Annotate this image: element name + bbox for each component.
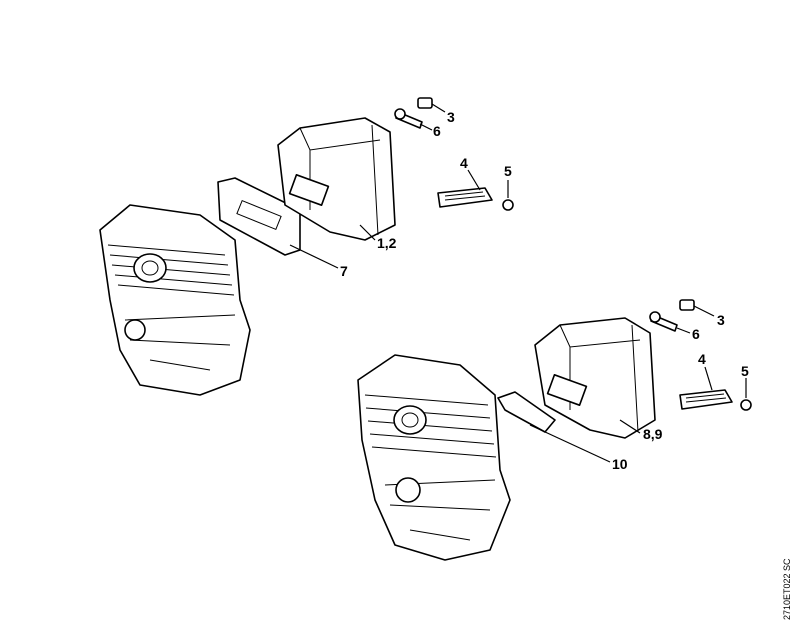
engine-cylinder-top <box>99 204 251 396</box>
gasket-bottom <box>497 391 556 433</box>
diagram-code: 2710ET022 SC <box>782 558 792 620</box>
callout-5-bottom: 5 <box>741 363 749 379</box>
callout-3-top: 3 <box>447 109 455 125</box>
callout-5-top: 5 <box>504 163 512 179</box>
nut-bottom <box>679 299 695 311</box>
callout-7-top: 7 <box>340 263 348 279</box>
engine-cylinder-bottom <box>357 354 511 561</box>
callout-10-bottom: 10 <box>612 456 628 472</box>
callout-6-bottom: 6 <box>692 326 700 342</box>
screw-bottom <box>649 311 678 332</box>
screen-bottom <box>679 389 733 410</box>
callout-6-top: 6 <box>433 123 441 139</box>
callout-8-9-bottom: 8,9 <box>643 426 663 442</box>
callout-3-bottom: 3 <box>717 312 725 328</box>
callout-4-bottom: 4 <box>698 351 706 367</box>
small-screw-bottom <box>740 399 752 411</box>
leader-lines <box>289 103 747 463</box>
callout-4-top: 4 <box>460 155 468 171</box>
nut-top <box>417 97 433 109</box>
callout-1-2-top: 1,2 <box>377 235 397 251</box>
screw-top <box>394 108 423 129</box>
muffler-top <box>277 117 396 241</box>
small-screw-top <box>502 199 514 211</box>
screen-top <box>437 187 493 208</box>
muffler-bottom <box>534 317 656 439</box>
